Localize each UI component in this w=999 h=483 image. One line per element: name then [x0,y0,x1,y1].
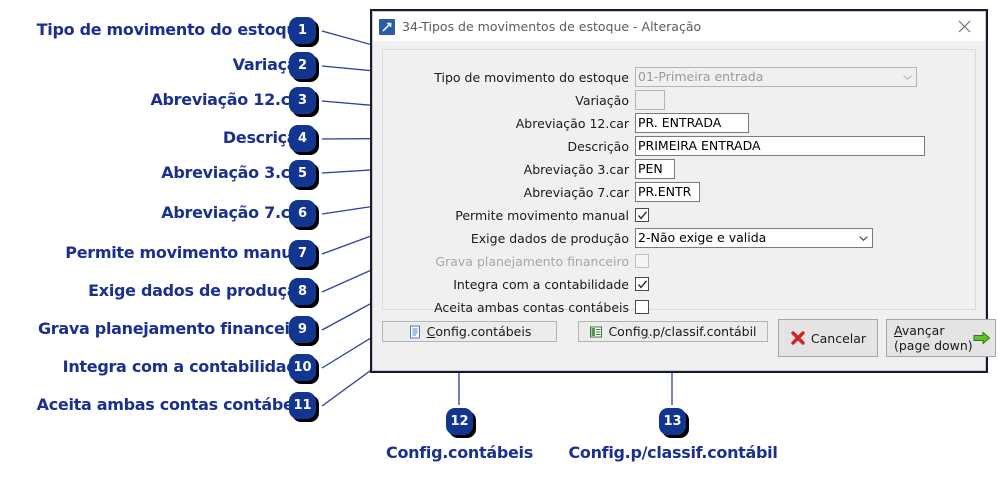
integra-contabilidade-checkbox[interactable] [635,277,649,291]
annotation-label-5: Abreviação 3.car [161,163,308,182]
label-aceita-ambas-contas: Aceita ambas contas contábeis [434,299,629,315]
field-row-integra-contabilidade: Integra com a contabilidade [383,273,975,295]
dialog-button-bar: Config.contábeis Config.p/classif.contáb… [382,319,996,361]
config-contabeis-accel: C [426,324,436,339]
grava-planejamento-financeiro-checkbox [635,254,649,268]
exige-dados-producao-value: 2-Não exige e valida [638,230,767,245]
dialog-titlebar: 34-Tipos de movimentos de estoque - Alte… [373,12,985,42]
config-classif-pre: Confi [608,324,641,339]
label-abreviacao-3: Abreviação 3.car [523,161,629,177]
annotation-label-12: Config.contábeis [386,443,533,462]
annotation-badge-3: 3 [289,87,316,114]
label-abreviacao-12: Abreviação 12.car [515,115,629,131]
annotation-label-13: Config.p/classif.contábil [568,443,778,462]
config-classif-accel: g [640,324,649,339]
app-arrow-icon [379,18,395,35]
field-row-permite-movimento-manual: Permite movimento manual [383,204,975,226]
annotation-label-10: Integra com a contabilidade [62,357,309,376]
annotation-badge-5: 5 [289,160,316,187]
abreviacao-12-input[interactable]: PR. ENTRADA [635,113,749,133]
annotation-label-11: Aceita ambas contas contábeis [36,395,309,414]
variacao-input[interactable] [635,90,665,110]
aceita-ambas-contas-checkbox[interactable] [635,300,649,314]
annotation-label-7: Permite movimento manual [65,243,308,262]
annotation-label-1: Tipo de movimento do estoque [36,20,309,39]
config-contabeis-button[interactable]: Config.contábeis [382,321,557,342]
field-row-exige-dados-producao: Exige dados de produção 2-Não exige e va… [383,227,975,249]
annotation-badge-7: 7 [289,240,316,267]
chevron-down-icon [898,68,916,86]
annotation-badge-13: 13 [659,408,686,435]
annotation-badge-1: 1 [289,17,316,44]
grid-table-icon [589,325,603,339]
annotation-badge-6: 6 [289,200,316,227]
config-contabeis-rest: onfig.contábeis [435,324,532,339]
field-row-variacao: Variação [383,89,975,111]
close-icon[interactable] [943,12,985,40]
cancelar-button[interactable]: Cancelar [778,319,878,357]
label-integra-contabilidade: Integra com a contabilidade [453,276,629,292]
dialog-title: 34-Tipos de movimentos de estoque - Alte… [402,19,702,34]
abreviacao-3-input[interactable]: PEN [635,159,675,179]
field-row-descricao: Descrição PRIMEIRA ENTRADA [383,135,975,157]
field-row-abrev12: Abreviação 12.car PR. ENTRADA [383,112,975,134]
label-descricao: Descrição [567,138,630,154]
chevron-down-icon [854,229,872,247]
annotation-badge-8: 8 [289,278,316,305]
annotation-badge-11: 11 [289,392,316,419]
annotation-badge-9: 9 [289,316,316,343]
red-x-icon [790,330,806,346]
annotation-badge-10: 10 [289,354,316,381]
permite-movimento-manual-checkbox[interactable] [635,208,649,222]
abreviacao-7-input[interactable]: PR.ENTR [635,182,700,202]
annotation-label-4: Descrição [222,128,308,147]
field-row-abrev3: Abreviação 3.car PEN [383,158,975,180]
field-row-grava-planejamento: Grava planejamento financeiro [383,250,975,272]
config-classif-contabil-button[interactable]: Config.p/classif.contábil [578,321,768,342]
label-exige-dados-producao: Exige dados de produção [470,230,629,246]
field-row-abrev7: Abreviação 7.car PR.ENTR [383,181,975,203]
label-variacao: Variação [575,92,629,108]
label-permite-movimento-manual: Permite movimento manual [455,207,629,223]
annotation-label-8: Exige dados de produção [88,281,308,300]
document-lines-icon [408,325,422,339]
annotation-label-9: Grava planejamento financeiro [37,319,308,338]
tipo-movimento-combo[interactable]: 01-Primeira entrada [635,67,917,87]
avancar-button[interactable]: Avançar (page down) [886,319,996,357]
config-contabeis-label: Config.contábeis [427,324,532,339]
field-row-aceita-ambas-contas: Aceita ambas contas contábeis [383,296,975,318]
config-classif-rest: .p/classif.contábil [648,324,757,339]
field-row-tipo-movimento: Tipo de movimento do estoque 01-Primeira… [383,66,975,88]
dialog-window: 34-Tipos de movimentos de estoque - Alte… [372,11,996,371]
label-abreviacao-7: Abreviação 7.car [523,184,629,200]
descricao-input[interactable]: PRIMEIRA ENTRADA [635,136,925,156]
green-arrow-right-icon [973,330,991,346]
label-grava-planejamento-financeiro: Grava planejamento financeiro [435,253,629,269]
annotation-label-6: Abreviação 7.car [161,203,308,222]
form-panel: Tipo de movimento do estoque 01-Primeira… [382,49,976,315]
annotation-badge-2: 2 [289,52,316,79]
cancelar-label: Cancelar [810,330,867,346]
annotation-label-3: Abreviação 12.car [150,90,308,109]
label-tipo-movimento: Tipo de movimento do estoque [434,69,629,85]
exige-dados-producao-combo[interactable]: 2-Não exige e valida [635,228,873,248]
avancar-accel: A [894,323,902,338]
avancar-line2: (page down) [894,338,973,353]
config-classif-contabil-label: Config.p/classif.contábil [608,324,756,339]
avancar-line1-rest: vançar [901,323,945,338]
annotation-badge-12: 12 [446,408,473,435]
annotation-badge-4: 4 [289,125,316,152]
dialog-client-area: Tipo de movimento do estoque 01-Primeira… [373,41,996,370]
tipo-movimento-value: 01-Primeira entrada [638,69,764,84]
avancar-label: Avançar (page down) [894,323,973,353]
